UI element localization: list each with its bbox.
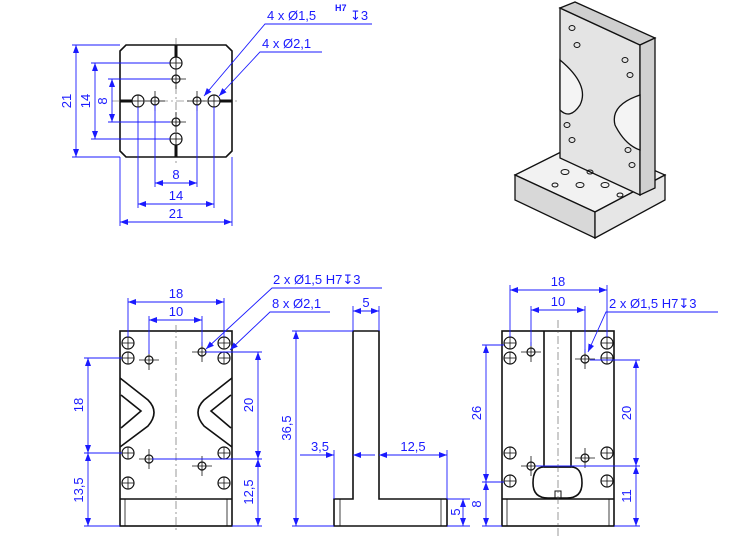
dim-right-20: 20 (619, 406, 634, 420)
dim-right-20: 20 (241, 398, 256, 412)
dim-height-36-5: 36,5 (279, 415, 294, 440)
hole-large (169, 56, 183, 70)
callout-large-holes: 8 x Ø2,1 (272, 296, 321, 311)
top-view: 21 14 8 8 14 21 4 x Ø1,5 H7 ↧3 4 x Ø2,1 (59, 3, 372, 226)
callout-small-holes: 2 x Ø1,5 H7↧3 (609, 296, 697, 311)
dim-height-21: 21 (59, 94, 74, 108)
dim-base-3-5: 3,5 (311, 439, 329, 454)
dim-width-18: 18 (551, 274, 565, 289)
dim-left-26: 26 (469, 406, 484, 420)
callout-small-holes: 2 x Ø1,5 H7↧3 (273, 272, 361, 287)
dim-left-18: 18 (71, 398, 86, 412)
dim-width-14: 14 (169, 188, 183, 203)
hole-large (207, 94, 221, 108)
dim-width-10: 10 (169, 304, 183, 319)
callout-large-holes: 4 x Ø2,1 (262, 36, 311, 51)
hole-large (169, 132, 183, 146)
dim-base-height-5: 5 (448, 508, 463, 515)
dim-left-13-5: 13,5 (71, 477, 86, 502)
dim-base-12-5: 12,5 (400, 439, 425, 454)
dim-width-18: 18 (169, 286, 183, 301)
dim-plate-5: 5 (362, 295, 369, 310)
rear-view: 18 10 26 8 20 11 2 x Ø1,5 H7↧3 (469, 274, 718, 536)
callout-small-holes: 4 x Ø1,5 (267, 8, 316, 23)
depth-label: ↧3 (350, 8, 368, 23)
dim-width-10: 10 (551, 294, 565, 309)
dim-right-11: 11 (619, 489, 634, 503)
dim-right-12-5: 12,5 (241, 479, 256, 504)
dim-height-14: 14 (78, 94, 93, 108)
side-view: 5 36,5 3,5 12,5 5 (279, 295, 470, 527)
isometric-view (513, 1, 667, 240)
dim-left-8: 8 (469, 500, 484, 507)
tolerance-label: H7 (335, 3, 347, 13)
dim-width-21: 21 (169, 206, 183, 221)
hole-large (131, 94, 145, 108)
dim-width-8: 8 (172, 167, 179, 182)
dim-height-8: 8 (95, 97, 110, 104)
front-view: 18 10 18 13,5 20 12,5 2 x Ø1,5 H7↧3 8 x … (71, 272, 382, 532)
